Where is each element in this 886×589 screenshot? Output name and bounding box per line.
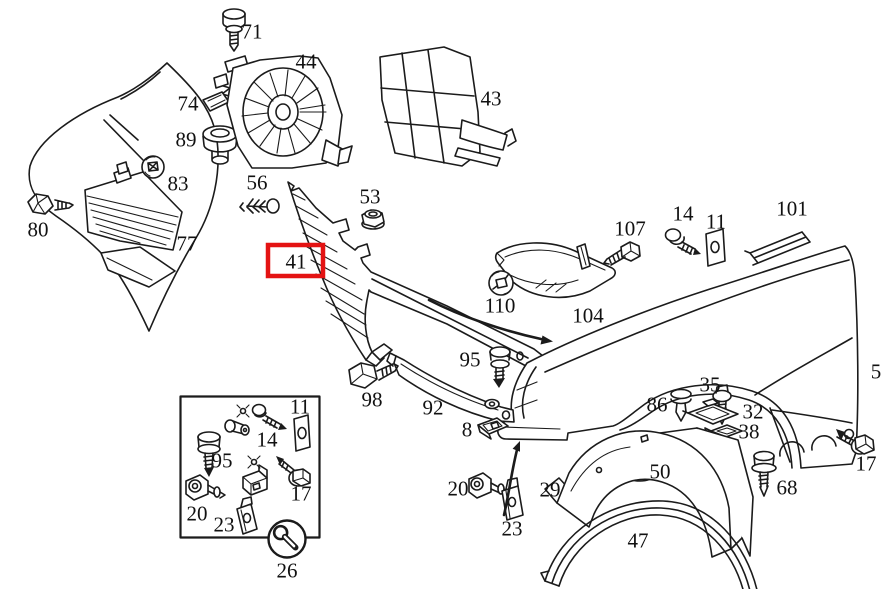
air-duct-44-drawing	[213, 55, 353, 169]
part-label-26-legend: 26	[277, 559, 298, 583]
plate-11-drawing	[705, 228, 726, 267]
part-label-104: 104	[572, 304, 604, 328]
clip-32-drawing	[682, 398, 739, 425]
part-label-44: 44	[296, 50, 318, 74]
screw-17-drawing	[836, 429, 875, 455]
bolt-20-drawing	[468, 472, 510, 499]
legend-plate-23-drawing	[236, 496, 258, 535]
part-label-41[interactable]: 41	[286, 250, 307, 274]
part-label-11: 11	[706, 210, 726, 234]
part-label-53: 53	[360, 185, 381, 209]
legend-screw-95-drawing	[197, 431, 221, 477]
clip-86-drawing	[670, 388, 692, 422]
screw-68-drawing	[751, 450, 777, 497]
wrench-icon	[272, 524, 299, 551]
nut-53-drawing	[361, 209, 385, 230]
pointer-arrow-lower	[502, 441, 520, 517]
part-label-77: 77	[177, 232, 198, 256]
part-label-23: 23	[502, 517, 523, 541]
screw-14-drawing	[664, 228, 701, 255]
screw-95-drawing	[489, 346, 511, 388]
clip-74-drawing	[202, 84, 234, 112]
part-label-35: 35	[700, 373, 721, 397]
part-label-107: 107	[614, 217, 646, 241]
bracket-104-drawing	[494, 242, 616, 299]
clip-8-drawing	[477, 398, 509, 440]
part-label-11-legend: 11	[290, 395, 310, 419]
bolt-98-drawing	[348, 362, 399, 389]
molding-101-drawing	[744, 231, 811, 266]
part-label-20: 20	[448, 477, 469, 501]
legend-box	[179, 395, 321, 559]
tool-circle-26	[267, 519, 307, 559]
part-label-8: 8	[462, 418, 473, 442]
legend-screw-14-drawing	[251, 403, 287, 430]
part-label-38: 38	[739, 420, 760, 444]
part-label-86: 86	[647, 393, 668, 417]
highlight-box	[265, 242, 326, 279]
part-label-95-legend: 95	[212, 449, 233, 473]
legend-plate-11-drawing	[293, 414, 311, 452]
vent-grille-77-drawing	[84, 161, 183, 288]
part-label-68: 68	[777, 476, 798, 500]
cover-panel-43-drawing	[379, 46, 517, 167]
legend-bolt-20-drawing	[185, 474, 226, 501]
part-label-110: 110	[485, 294, 516, 318]
part-label-23-legend: 23	[214, 513, 235, 537]
bolt-107-drawing	[603, 241, 641, 266]
bolt-80-drawing	[27, 193, 74, 215]
legend-sleeve-drawing	[224, 419, 250, 436]
part-labels-layer: 71 44 74 89 43 83 80 77 56 53 41 110 104 107 14 11 101 5 3…	[28, 20, 882, 583]
part-label-17: 17	[856, 452, 877, 476]
burst-icon	[247, 455, 261, 469]
part-label-14-legend: 14	[257, 428, 279, 452]
part-label-43: 43	[481, 87, 502, 111]
part-label-101: 101	[776, 197, 808, 221]
part-label-50: 50	[650, 460, 671, 484]
arch-trim-47-drawing	[540, 500, 758, 589]
part-label-32: 32	[743, 400, 764, 424]
part-label-56: 56	[247, 171, 268, 195]
part-label-74: 74	[178, 92, 200, 116]
wheelhouse-29-drawing	[544, 427, 754, 558]
part-label-14: 14	[673, 202, 695, 226]
bolt-71-drawing	[222, 8, 246, 52]
nut-110-drawing	[488, 270, 514, 296]
cladding-panel-41-drawing	[287, 181, 544, 373]
part-label-92: 92	[423, 396, 444, 420]
burst-icon	[236, 404, 250, 418]
nut-83-drawing	[141, 155, 165, 179]
part-label-47: 47	[628, 529, 649, 553]
part-label-17-legend: 17	[291, 482, 312, 506]
legend-screw-17-drawing	[276, 456, 311, 487]
part-label-20-legend: 20	[187, 502, 208, 526]
legend-cage-nut-drawing	[242, 464, 268, 496]
part-label-95: 95	[460, 348, 481, 372]
pointer-arrow-41	[427, 298, 553, 345]
part-label-98: 98	[362, 388, 383, 412]
part-label-71: 71	[242, 20, 263, 44]
part-label-29: 29	[540, 478, 561, 502]
clip-56-drawing	[239, 198, 280, 214]
part-label-5: 5	[871, 360, 882, 384]
part-label-83: 83	[168, 172, 189, 196]
part-label-89: 89	[176, 128, 197, 152]
part-label-80: 80	[28, 218, 49, 242]
